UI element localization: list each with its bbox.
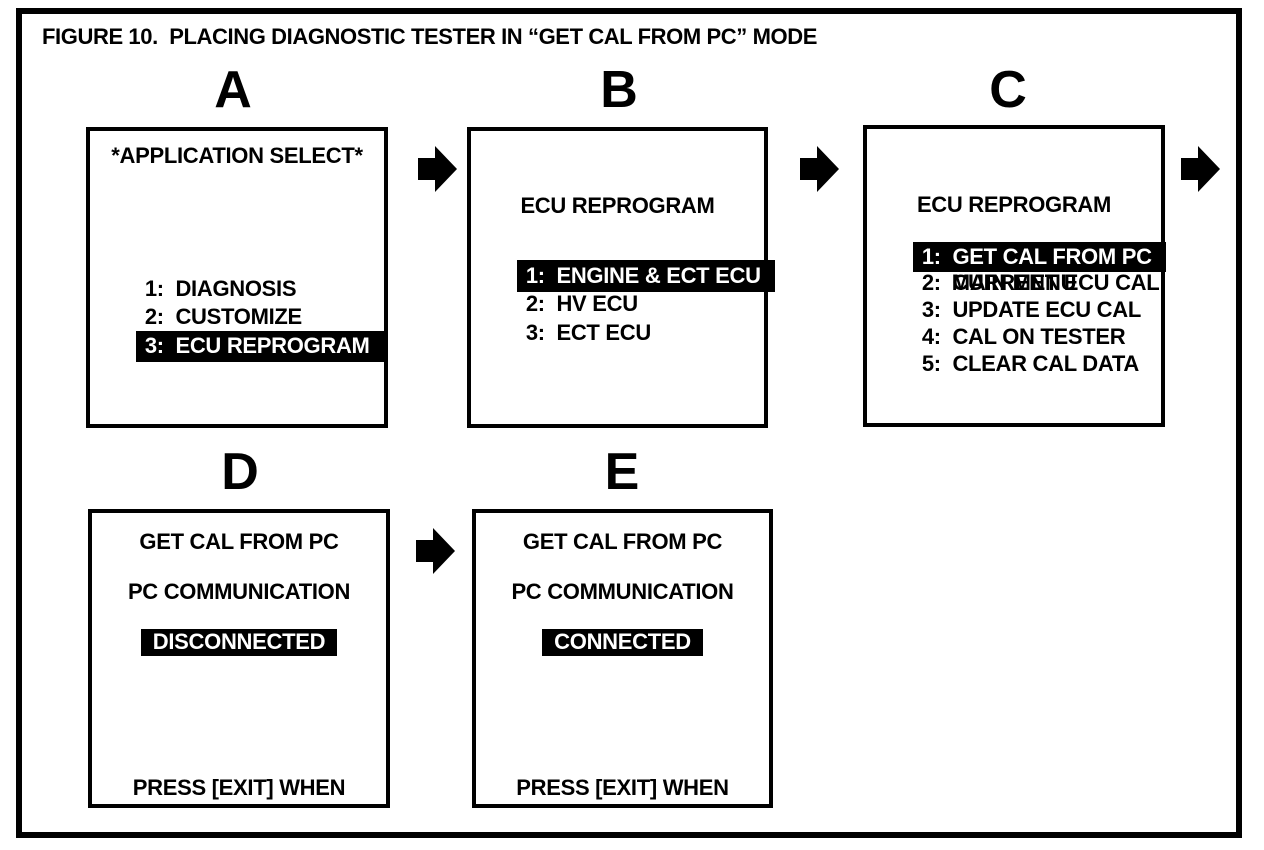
panel-b-letter: B bbox=[600, 61, 638, 119]
menu-item-label: 2: HV ECU bbox=[525, 291, 638, 316]
flow-arrow-a-to-b-icon bbox=[418, 145, 458, 193]
panel-a-screen-title: *APPLICATION SELECT* bbox=[111, 143, 363, 168]
flow-arrow-c-continue-icon bbox=[1181, 145, 1221, 193]
menu-item: 2: CUSTOMIZE bbox=[90, 275, 384, 329]
panel-a-menu: 1: DIAGNOSIS 2: CUSTOMIZE 3: ECU REPROGR… bbox=[90, 247, 384, 362]
menu-item: 4: CAL ON TESTER bbox=[867, 296, 1161, 349]
menu-item-label: 4: CAL ON TESTER bbox=[921, 324, 1126, 349]
footer-line2: COMPLETE bbox=[476, 848, 769, 850]
menu-item-selected: 1: ENGINE & ECT ECU bbox=[471, 231, 775, 292]
status-badge: CONNECTED bbox=[542, 629, 703, 656]
menu-item: 2: CURRENT ECU CAL bbox=[867, 242, 1161, 295]
menu-item-label: 5: CLEAR CAL DATA bbox=[921, 351, 1139, 376]
panel-e-line2: PC COMMUNICATION bbox=[511, 579, 734, 604]
menu-item-selected: 1: GET CAL FROM PC bbox=[867, 215, 1166, 272]
flow-arrow-b-to-c-icon bbox=[800, 145, 840, 193]
panel-e-status-wrap: CONNECTED bbox=[476, 629, 769, 656]
status-badge: DISCONNECTED bbox=[140, 629, 338, 656]
panel-d-status-wrap: DISCONNECTED bbox=[92, 629, 386, 656]
panel-b-menu: 1: ENGINE & ECT ECU 2: HV ECU 3: ECT ECU bbox=[471, 231, 775, 345]
menu-item: 2: HV ECU bbox=[471, 260, 764, 316]
panel-d-screen: GET CAL FROM PC PC COMMUNICATION DISCONN… bbox=[88, 509, 390, 850]
figure-title: FIGURE 10. PLACING DIAGNOSTIC TESTER IN … bbox=[42, 24, 817, 49]
panel-a-letter: A bbox=[214, 61, 252, 119]
menu-item-label: 1: GET CAL FROM PC bbox=[912, 242, 1166, 272]
menu-item-label: 1: DIAGNOSIS bbox=[144, 276, 297, 301]
menu-item-label: 2: CURRENT ECU CAL bbox=[921, 270, 1160, 295]
panel-b-screen: ECU REPROGRAM MENU 1: ENGINE & ECT ECU 2… bbox=[467, 127, 775, 428]
panel-e-letter: E bbox=[604, 443, 640, 501]
panel-a-screen: *APPLICATION SELECT* 1: DIAGNOSIS 2: CUS… bbox=[86, 127, 388, 428]
panel-d-line1: GET CAL FROM PC bbox=[139, 529, 339, 554]
screen-title-line2: MAIN MENU bbox=[951, 270, 1077, 295]
panel-e-footer: PRESS [EXIT] WHEN COMPLETE bbox=[476, 728, 769, 850]
footer-line1: PRESS [EXIT] WHEN bbox=[516, 775, 729, 800]
menu-item-label: 3: ECT ECU bbox=[525, 320, 651, 345]
menu-item-label: 1: ENGINE & ECT ECU bbox=[516, 260, 775, 292]
menu-item: 1: DIAGNOSIS bbox=[90, 247, 384, 301]
footer-line1: PRESS [EXIT] WHEN bbox=[132, 775, 346, 800]
panel-e-line1: GET CAL FROM PC bbox=[522, 529, 723, 554]
menu-item-label: 2: CUSTOMIZE bbox=[144, 304, 302, 329]
menu-item: 3: UPDATE ECU CAL bbox=[867, 269, 1161, 322]
menu-item-selected: 3: ECU REPROGRAM bbox=[90, 303, 384, 362]
panel-d-letter: D bbox=[221, 443, 259, 501]
footer-line2: COMPLETE bbox=[92, 848, 386, 850]
panel-c-screen-title: ECU REPROGRAM MAIN MENU bbox=[867, 140, 1161, 348]
menu-item: 3: ECT ECU bbox=[471, 289, 764, 345]
menu-item-label: 3: UPDATE ECU CAL bbox=[921, 297, 1141, 322]
panel-c-letter: C bbox=[989, 61, 1027, 119]
menu-item: 5: CLEAR CAL DATA bbox=[867, 323, 1161, 376]
flow-arrow-d-to-e-icon bbox=[416, 527, 456, 575]
screen-title-line1: ECU REPROGRAM bbox=[520, 193, 715, 218]
menu-item-label: 3: ECU REPROGRAM bbox=[135, 331, 384, 362]
panel-c-menu: 1: GET CAL FROM PC 2: CURRENT ECU CAL 3:… bbox=[867, 215, 1166, 376]
panel-d-footer: PRESS [EXIT] WHEN COMPLETE bbox=[92, 728, 386, 850]
panel-c-screen: ECU REPROGRAM MAIN MENU 1: GET CAL FROM … bbox=[863, 125, 1166, 427]
panel-d-line2: PC COMMUNICATION bbox=[127, 579, 351, 604]
screen-title-line1: ECU REPROGRAM bbox=[916, 192, 1112, 217]
panel-e-screen: GET CAL FROM PC PC COMMUNICATION CONNECT… bbox=[472, 509, 773, 850]
